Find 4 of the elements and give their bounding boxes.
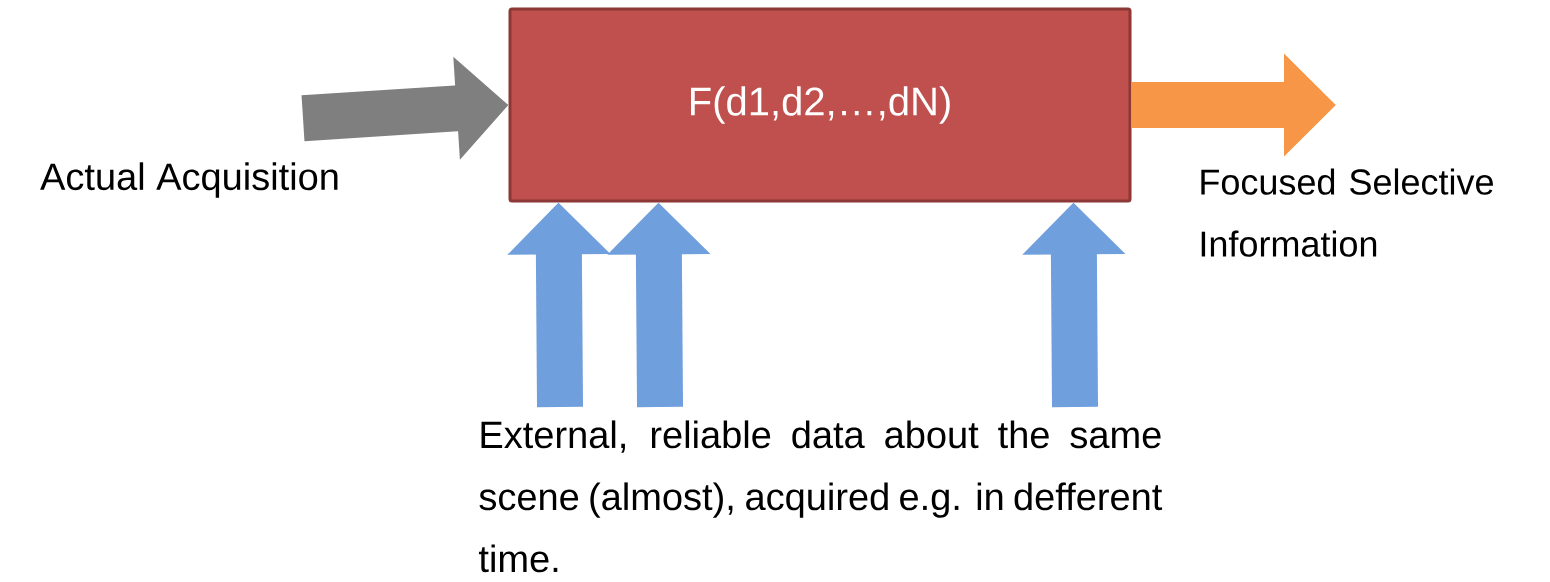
label-text: Actual Acquisition — [40, 162, 338, 198]
label-text: Focused Selective Information — [1201, 168, 1493, 257]
process-box: F(d1,d2,…,dN) — [508, 7, 1132, 203]
label-text: External, reliable data about the same scene (almost), acquired e.g. in defferent time. — [478, 420, 1163, 573]
